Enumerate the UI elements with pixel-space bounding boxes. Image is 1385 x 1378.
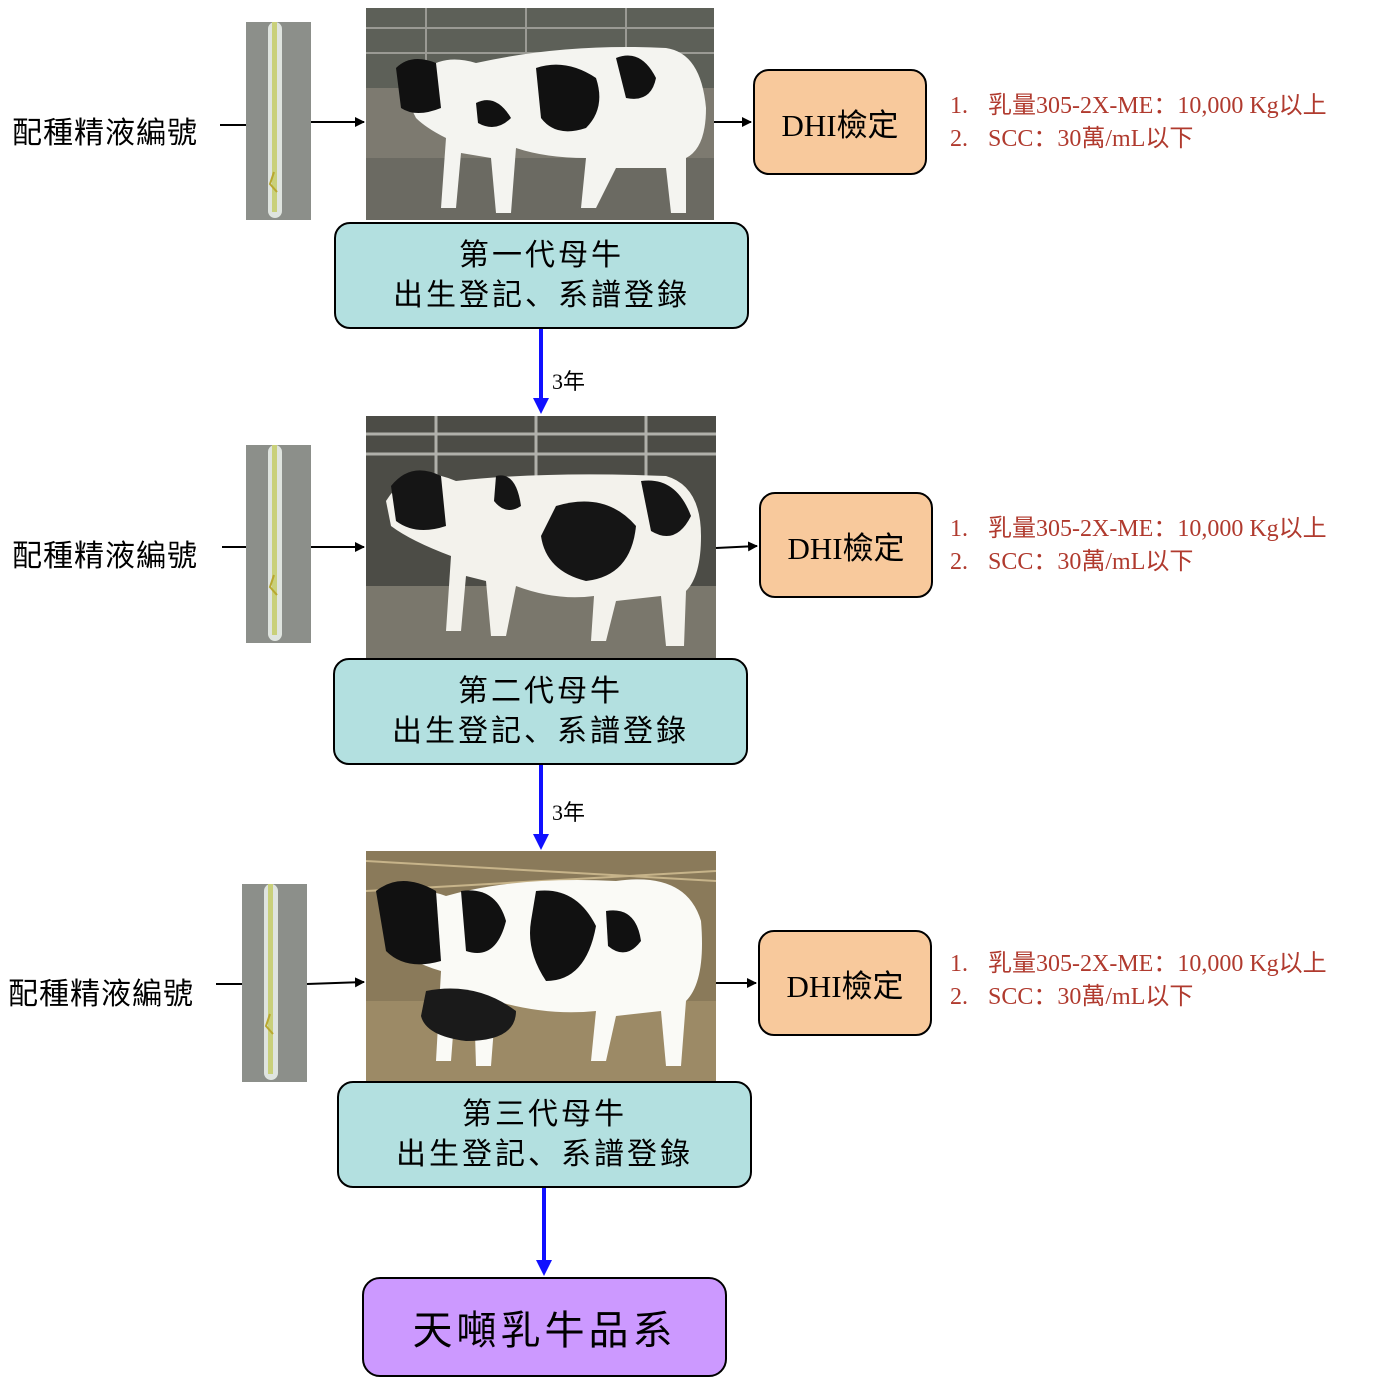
criteria-list-gen2: 1. 乳量305-2X-ME：10,000 Kg以上 2. SCC：30萬/mL以下 bbox=[950, 513, 1327, 579]
criteria-num: 2. bbox=[950, 549, 968, 575]
semen-straw-image-gen3 bbox=[242, 884, 307, 1082]
generation-registration-gen1: 出生登記、系譜登錄 bbox=[393, 277, 690, 313]
criteria-item-scc-gen3: 2. SCC：30萬/mL以下 bbox=[950, 981, 1327, 1014]
criteria-item-milk-gen2: 1. 乳量305-2X-ME：10,000 Kg以上 bbox=[950, 513, 1327, 546]
arrowhead-gen2-to-gen3 bbox=[533, 834, 549, 850]
generation-name-gen3: 第三代母牛 bbox=[462, 1096, 627, 1132]
arrow-cow-to-dhi-gen2 bbox=[715, 541, 758, 552]
dhi-box-gen1: DHI檢定 bbox=[753, 69, 927, 175]
interval-label-2: 3年 bbox=[552, 800, 586, 825]
criteria-num: 1. bbox=[950, 951, 968, 977]
generation-box-gen3: 第三代母牛 出生登記、系譜登錄 bbox=[337, 1081, 752, 1188]
final-strain-box: 天噸乳牛品系 bbox=[362, 1277, 727, 1377]
criteria-num: 2. bbox=[950, 984, 968, 1010]
generation-registration-gen2: 出生登記、系譜登錄 bbox=[392, 713, 689, 749]
criteria-item-milk-gen3: 1. 乳量305-2X-ME：10,000 Kg以上 bbox=[950, 948, 1327, 981]
criteria-text: 乳量305-2X-ME：10,000 Kg以上 bbox=[988, 93, 1327, 119]
criteria-num: 1. bbox=[950, 516, 968, 542]
criteria-num: 1. bbox=[950, 93, 968, 119]
arrow-straw-to-cow-gen3 bbox=[306, 977, 365, 988]
criteria-text: 乳量305-2X-ME：10,000 Kg以上 bbox=[988, 516, 1327, 542]
arrowhead-gen3-to-final bbox=[536, 1260, 552, 1276]
dhi-box-gen2: DHI檢定 bbox=[759, 492, 933, 598]
generation-name-gen2: 第二代母牛 bbox=[458, 673, 623, 709]
criteria-list-gen3: 1. 乳量305-2X-ME：10,000 Kg以上 2. SCC：30萬/mL以下 bbox=[950, 948, 1327, 1014]
semen-label-gen2: 配種精液編號 bbox=[12, 539, 198, 574]
semen-straw-image-gen2 bbox=[246, 445, 311, 643]
criteria-text: 乳量305-2X-ME：10,000 Kg以上 bbox=[988, 951, 1327, 977]
generation-box-gen1: 第一代母牛 出生登記、系譜登錄 bbox=[334, 222, 749, 329]
criteria-item-milk-gen1: 1. 乳量305-2X-ME：10,000 Kg以上 bbox=[950, 90, 1327, 123]
semen-label-gen3: 配種精液編號 bbox=[8, 977, 194, 1012]
generation-box-gen2: 第二代母牛 出生登記、系譜登錄 bbox=[333, 658, 748, 765]
criteria-item-scc-gen1: 2. SCC：30萬/mL以下 bbox=[950, 123, 1327, 156]
criteria-text: SCC：30萬/mL以下 bbox=[988, 126, 1194, 152]
criteria-item-scc-gen2: 2. SCC：30萬/mL以下 bbox=[950, 546, 1327, 579]
criteria-text: SCC：30萬/mL以下 bbox=[988, 984, 1194, 1010]
semen-straw-image-gen1 bbox=[246, 22, 311, 220]
criteria-num: 2. bbox=[950, 126, 968, 152]
generation-name-gen1: 第一代母牛 bbox=[459, 237, 624, 273]
interval-label-1: 3年 bbox=[552, 369, 586, 394]
generation-registration-gen3: 出生登記、系譜登錄 bbox=[396, 1136, 693, 1172]
calf-photo-gen3 bbox=[366, 851, 716, 1081]
arrowhead-gen1-to-gen2 bbox=[533, 398, 549, 414]
cow-photo-gen2 bbox=[366, 416, 716, 658]
semen-label-gen1: 配種精液編號 bbox=[12, 116, 198, 151]
criteria-text: SCC：30萬/mL以下 bbox=[988, 549, 1194, 575]
dhi-box-gen3: DHI檢定 bbox=[758, 930, 932, 1036]
cow-photo-gen1 bbox=[366, 8, 714, 220]
criteria-list-gen1: 1. 乳量305-2X-ME：10,000 Kg以上 2. SCC：30萬/mL以下 bbox=[950, 90, 1327, 156]
